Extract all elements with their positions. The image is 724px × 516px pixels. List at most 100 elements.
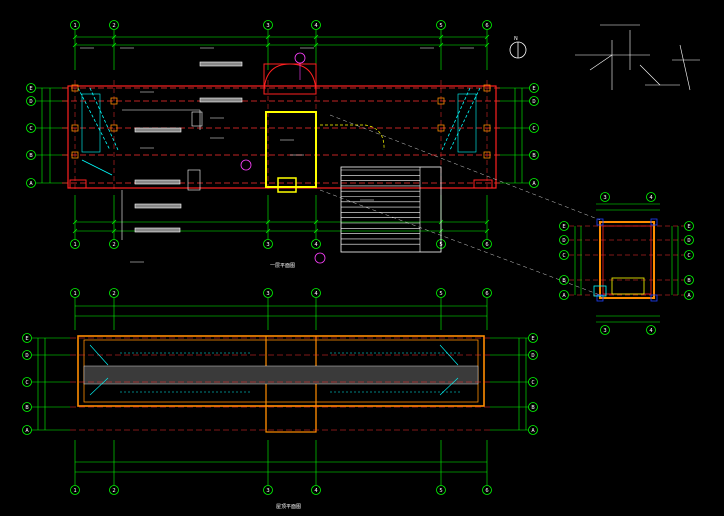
axis-bubble-top-b: [109, 239, 119, 249]
dim-tick: [484, 219, 490, 225]
axis-bubble-label: A: [532, 181, 536, 187]
axis-bubble-roof-left: [22, 350, 32, 360]
axis-bubble-label: A: [531, 428, 535, 434]
axis-bubble-roof-bottom: [436, 485, 446, 495]
roof-core: [265, 405, 317, 433]
axis-bubble-top-b: [311, 239, 321, 249]
axis-bubble-roof-bottom: [482, 485, 492, 495]
axis-bubble-label: 3: [266, 488, 269, 494]
axis-bubble-detail-left: [559, 221, 569, 231]
bench-bar: [134, 127, 182, 133]
drain-line: [439, 344, 459, 366]
drain-line: [439, 377, 459, 396]
axis-bubble-right: [529, 96, 539, 106]
axis-bubble-label: C: [532, 126, 535, 132]
axis-bubble-label: E: [531, 336, 534, 342]
axis-bubble-label: A: [29, 181, 33, 187]
stair-cyan: [441, 87, 471, 151]
axis-bubble-label: 4: [314, 242, 318, 248]
detail-column: [596, 218, 604, 226]
axis-bubble-label: 3: [266, 291, 269, 297]
axis-bubble-roof-top: [70, 288, 80, 298]
dim-tick: [72, 42, 78, 48]
axis-bubble-label: C: [29, 126, 32, 132]
axis-bubble-label: B: [25, 405, 29, 411]
axis-bubble-top-b: [482, 239, 492, 249]
axis-bubble-label: E: [25, 336, 28, 342]
axis-bubble-label: B: [29, 153, 33, 159]
axis-bubble-label: 3: [266, 242, 269, 248]
column-square: [437, 124, 445, 132]
axis-bubble-label: B: [562, 278, 566, 284]
axis-bubble-label: C: [25, 380, 28, 386]
dim-tick: [438, 34, 444, 40]
roof-band: [83, 365, 479, 385]
axis-bubble-label: 4: [649, 195, 653, 201]
axis-bubble-label: 4: [649, 328, 653, 334]
axis-bubble-roof-bottom: [70, 485, 80, 495]
bench-bar: [134, 179, 181, 185]
axis-bubble-label: C: [687, 253, 690, 259]
axis-bubble-detail-right: [684, 250, 694, 260]
axis-bubble-top: [311, 20, 321, 30]
axis-bubble-roof-left: [22, 425, 32, 435]
dim-tick: [111, 34, 117, 40]
axis-bubble-label: D: [25, 353, 28, 359]
stair-outline: [340, 166, 442, 253]
axis-bubble-detail-bottom: [600, 325, 610, 335]
drain-line: [89, 377, 109, 396]
axis-bubble-label: A: [687, 293, 691, 299]
axis-bubble-label: 2: [112, 242, 115, 248]
fixture-box: [191, 111, 203, 127]
column-square: [483, 151, 491, 159]
drain-line: [89, 344, 109, 366]
axis-bubble-label: 3: [266, 23, 269, 29]
section-marker-icon: [294, 52, 306, 64]
axis-bubble-label: A: [562, 293, 566, 299]
axis-bubble-roof-right: [528, 333, 538, 343]
axis-bubble-roof-right: [528, 402, 538, 412]
axis-bubble-label: 1: [73, 291, 76, 297]
axis-bubble-label: 4: [314, 488, 318, 494]
pipe-schematic: [639, 64, 661, 86]
section-marker-icon: [314, 252, 326, 264]
axis-bubble-left: [26, 83, 36, 93]
axis-bubble-detail-left: [559, 290, 569, 300]
axis-bubble-label: E: [687, 224, 690, 230]
axis-bubble-top: [109, 20, 119, 30]
axis-bubble-roof-bottom: [311, 485, 321, 495]
axis-bubble-top: [436, 20, 446, 30]
axis-bubble-label: B: [531, 405, 535, 411]
axis-bubble-label: C: [531, 380, 534, 386]
axis-bubble-label: 6: [485, 23, 488, 29]
dim-tick: [111, 42, 117, 48]
fixture-box: [187, 169, 201, 191]
axis-bubble-label: 3: [603, 328, 606, 334]
pipe-schematic: [589, 54, 613, 71]
axis-bubble-left: [26, 96, 36, 106]
axis-bubble-label: 5: [439, 291, 442, 297]
detail-column: [596, 294, 604, 302]
axis-bubble-label: 4: [314, 291, 318, 297]
axis-bubble-roof-left: [22, 333, 32, 343]
stair-cyan: [449, 87, 481, 151]
axis-bubble-detail-bottom: [646, 325, 656, 335]
axis-bubble-detail-left: [559, 275, 569, 285]
dim-tick: [484, 34, 490, 40]
column-square: [110, 124, 118, 132]
top-plan-title: 一层平面图: [270, 263, 296, 269]
axis-bubble-detail-right: [684, 275, 694, 285]
axis-bubble-top-b: [263, 239, 273, 249]
bottom-plan-title: 屋顶平面图: [276, 504, 302, 510]
axis-bubble-label: D: [532, 99, 535, 105]
axis-bubble-top-b: [70, 239, 80, 249]
dim-tick: [265, 34, 271, 40]
dim-tick: [484, 228, 490, 234]
axis-bubble-label: A: [25, 428, 29, 434]
axis-bubble-left: [26, 123, 36, 133]
axis-bubble-label: 1: [73, 242, 76, 248]
axis-bubble-right: [529, 83, 539, 93]
axis-bubble-label: B: [532, 153, 536, 159]
section-marker-icon: [240, 159, 252, 171]
column-square: [110, 97, 118, 105]
